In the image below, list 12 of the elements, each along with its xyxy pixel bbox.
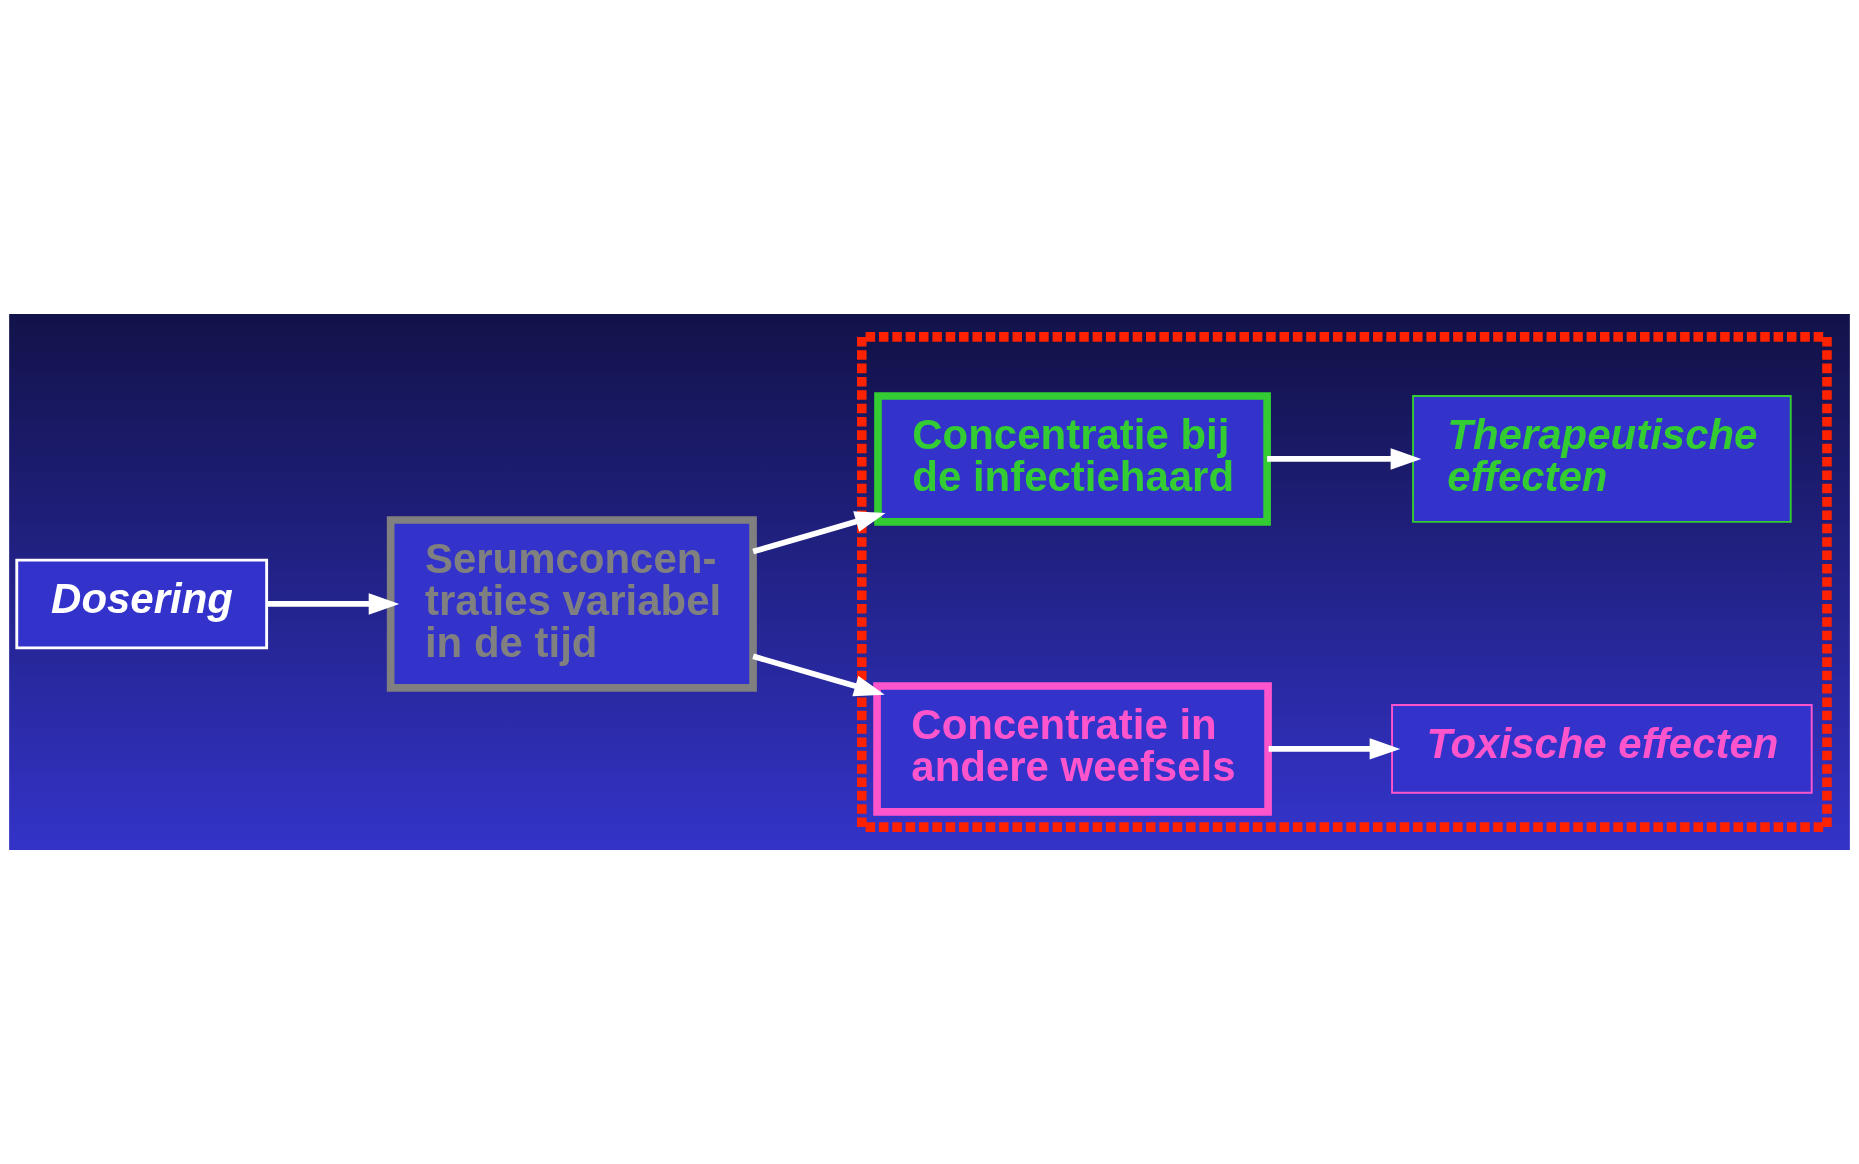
arrow <box>752 653 885 697</box>
arrow <box>752 511 886 555</box>
node-box: Serumconcen- traties variabel in de tijd <box>386 516 757 692</box>
node-box: Concentratie in andere weefsels <box>873 682 1272 816</box>
node-box: Concentratie bij de infectiehaard <box>874 392 1271 526</box>
node-box: Toxische effecten <box>1391 704 1813 794</box>
node-box: Therapeutische effecten <box>1412 395 1792 523</box>
arrow <box>1268 738 1401 760</box>
node-box: Dosering <box>15 558 269 650</box>
arrow <box>266 593 400 615</box>
cluster <box>857 332 1832 832</box>
arrow <box>1267 448 1422 470</box>
